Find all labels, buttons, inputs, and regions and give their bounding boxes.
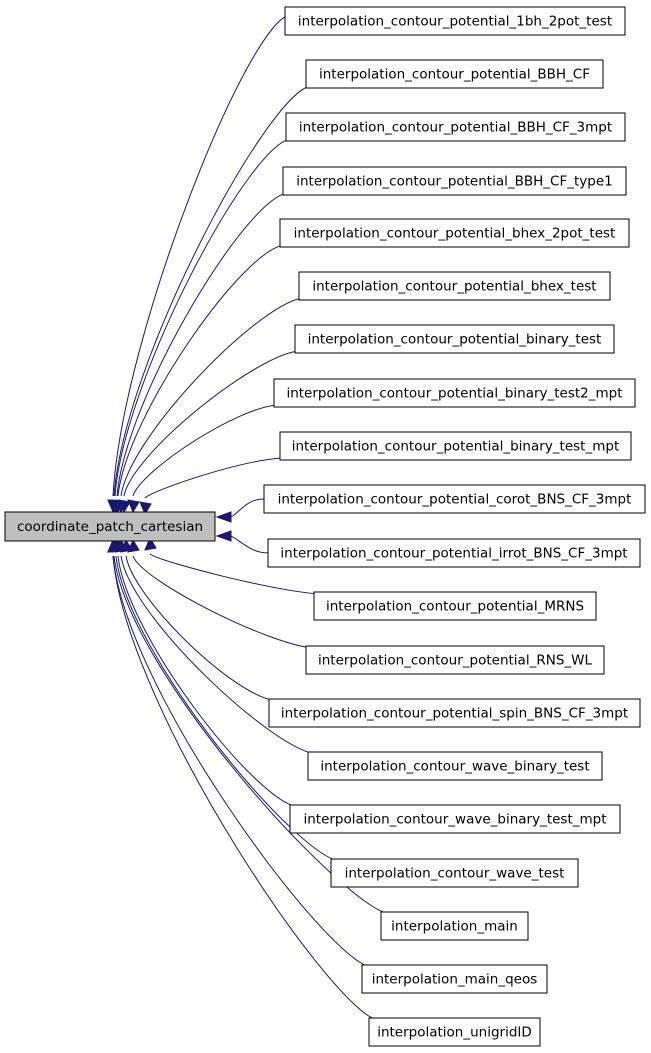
call-edge <box>112 14 292 497</box>
caller-node-label: interpolation_contour_potential_bhex_tes… <box>312 279 596 295</box>
call-edge <box>117 244 287 497</box>
caller-node-box <box>285 112 626 142</box>
caller-node-label: interpolation_contour_potential_binary_t… <box>286 386 622 402</box>
caller-node-label: interpolation_unigridID <box>377 1025 532 1041</box>
caller-node-label: interpolation_contour_potential_BBH_CF_t… <box>296 174 612 190</box>
root-node-box <box>4 511 216 542</box>
caller-node-box <box>273 378 636 408</box>
caller-node[interactable]: interpolation_main_qeos <box>361 964 548 994</box>
caller-node[interactable]: interpolation_contour_potential_BBH_CF_t… <box>282 166 627 196</box>
caller-node-box <box>268 698 641 728</box>
call-edge-arrowhead <box>215 511 232 523</box>
call-edge <box>120 297 306 497</box>
call-edge-arrowhead <box>139 501 152 516</box>
caller-node[interactable]: interpolation_contour_potential_corot_BN… <box>263 484 646 514</box>
call-edge-arrowhead <box>215 530 232 542</box>
call-edge <box>228 498 265 518</box>
caller-node-label: interpolation_contour_wave_test <box>345 866 565 882</box>
root-node-label: coordinate_patch_cartesian <box>17 519 203 535</box>
call-edge <box>144 457 287 499</box>
caller-node-label: interpolation_main_qeos <box>372 972 538 988</box>
caller-node-box <box>289 804 621 834</box>
caller-node[interactable]: interpolation_contour_potential_binary_t… <box>273 378 636 408</box>
caller-node-label: interpolation_contour_potential_RNS_WL <box>318 653 593 669</box>
caller-nodes-layer: interpolation_contour_potential_1bh_2pot… <box>263 6 646 1047</box>
caller-node-box <box>330 858 579 888</box>
call-edge <box>116 192 290 497</box>
caller-node-label: interpolation_contour_potential_corot_BN… <box>278 492 632 508</box>
call-edge <box>112 555 380 1021</box>
caller-node-box <box>298 271 611 301</box>
caller-node-label: interpolation_contour_potential_bhex_2po… <box>294 226 616 242</box>
call-edge-arrowhead <box>118 499 131 514</box>
caller-node[interactable]: interpolation_unigridID <box>368 1017 541 1047</box>
caller-node-box <box>263 484 646 514</box>
caller-node-box <box>368 1017 541 1047</box>
caller-node-label: interpolation_contour_potential_binary_t… <box>292 439 620 455</box>
caller-node[interactable]: interpolation_contour_potential_irrot_BN… <box>267 538 641 568</box>
caller-node[interactable]: interpolation_contour_wave_binary_test_m… <box>289 804 621 834</box>
caller-node-label: interpolation_contour_potential_1bh_2pot… <box>298 14 612 30</box>
call-edge <box>113 555 392 915</box>
caller-node-label: interpolation_contour_potential_spin_BNS… <box>281 706 628 722</box>
caller-node[interactable]: interpolation_contour_potential_RNS_WL <box>305 645 605 675</box>
call-edge <box>123 350 302 497</box>
caller-node[interactable]: interpolation_contour_wave_binary_test <box>307 751 603 781</box>
caller-node-label: interpolation_contour_potential_irrot_BN… <box>280 546 627 562</box>
call-edge-arrowhead <box>107 538 120 553</box>
call-edge <box>115 555 342 862</box>
caller-node-box <box>380 911 529 941</box>
caller-node-label: interpolation_contour_potential_binary_t… <box>308 332 602 348</box>
call-edge <box>132 404 281 497</box>
caller-node-box <box>267 538 641 568</box>
call-edge <box>117 555 301 808</box>
call-edge <box>114 138 293 497</box>
caller-node-box <box>307 751 603 781</box>
call-edge <box>132 555 317 649</box>
call-edge <box>120 555 319 755</box>
caller-node-box <box>279 431 632 461</box>
caller-node[interactable]: interpolation_contour_potential_bhex_tes… <box>298 271 611 301</box>
caller-node-label: interpolation_contour_potential_BBH_CF_3… <box>299 120 612 136</box>
caller-node[interactable]: interpolation_contour_potential_spin_BNS… <box>268 698 641 728</box>
caller-node[interactable]: interpolation_main <box>380 911 529 941</box>
caller-node-box <box>282 166 627 196</box>
caller-node-label: interpolation_contour_potential_MRNS <box>326 599 584 615</box>
call-edge <box>228 535 269 554</box>
caller-node-label: interpolation_contour_wave_binary_test <box>320 759 589 775</box>
call-edge <box>113 85 313 497</box>
caller-node[interactable]: interpolation_contour_potential_bhex_2po… <box>279 218 630 248</box>
caller-node-box <box>279 218 630 248</box>
caller-node[interactable]: interpolation_contour_potential_BBH_CF <box>305 59 604 89</box>
caller-node-label: interpolation_contour_potential_BBH_CF <box>319 67 590 83</box>
caller-node-label: interpolation_contour_wave_binary_test_m… <box>303 812 606 828</box>
caller-node[interactable]: interpolation_contour_potential_binary_t… <box>294 324 615 354</box>
call-edge-arrowhead <box>127 499 140 514</box>
call-edge <box>149 553 325 595</box>
root-node-coordinate-patch-cartesian[interactable]: coordinate_patch_cartesian <box>4 511 216 542</box>
caller-node[interactable]: interpolation_contour_potential_MRNS <box>313 591 597 621</box>
call-edge <box>125 555 280 702</box>
caller-node-box <box>305 59 604 89</box>
call-edge-arrowhead <box>144 536 157 551</box>
call-edge <box>112 555 373 968</box>
caller-node-box <box>305 645 605 675</box>
caller-node-label: interpolation_main <box>391 919 518 935</box>
edges-layer <box>107 14 392 1021</box>
caller-node[interactable]: interpolation_contour_potential_1bh_2pot… <box>284 6 626 36</box>
caller-node-box <box>294 324 615 354</box>
caller-node[interactable]: interpolation_contour_potential_BBH_CF_3… <box>285 112 626 142</box>
caller-node-box <box>284 6 626 36</box>
caller-node[interactable]: interpolation_contour_potential_binary_t… <box>279 431 632 461</box>
caller-node-box <box>313 591 597 621</box>
caller-node-box <box>361 964 548 994</box>
caller-node[interactable]: interpolation_contour_wave_test <box>330 858 579 888</box>
